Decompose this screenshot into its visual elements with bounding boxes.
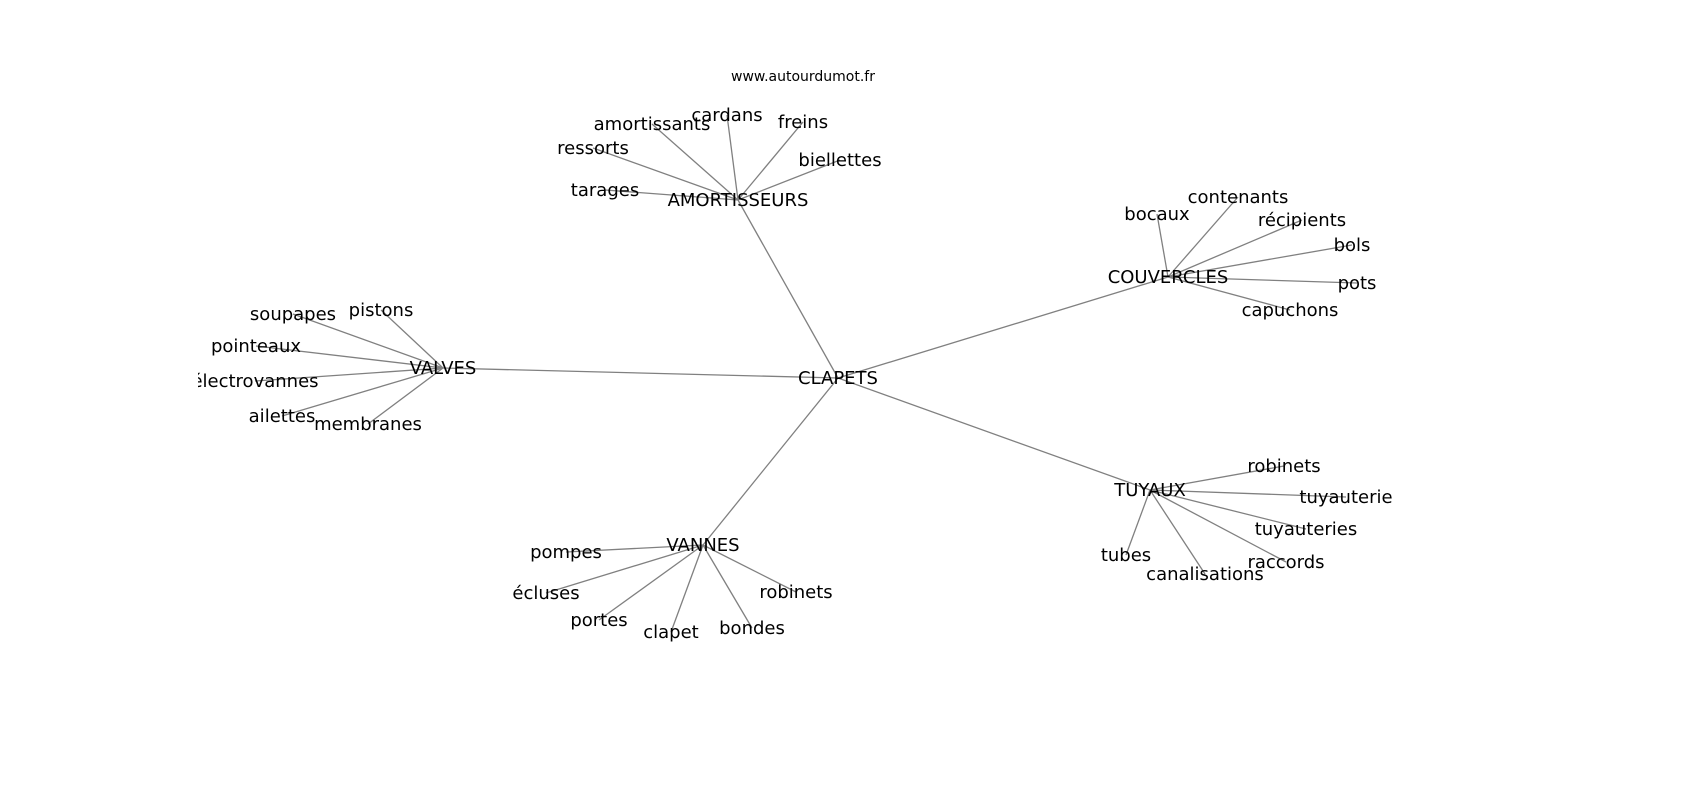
edge-hub-leaf (1167, 196, 1239, 278)
node-leaf: clapet (643, 622, 699, 643)
node-hub: VANNES (666, 535, 739, 556)
node-leaf: raccords (1247, 552, 1324, 573)
node-hub: TUYAUX (1113, 480, 1186, 501)
node-hub: COUVERCLES (1108, 267, 1229, 288)
edge-center-hub (442, 367, 839, 379)
node-leaf: robinets (759, 582, 832, 603)
edge-hub-leaf (1167, 219, 1303, 278)
node-center: CLAPETS (798, 368, 878, 389)
edge-hub-leaf (254, 367, 444, 382)
edge-hub-leaf (565, 544, 704, 553)
edge-center-hub (837, 377, 1151, 491)
node-leaf: pointeaux (211, 336, 301, 357)
edge-hub-leaf (598, 544, 704, 621)
node-leaf: bocaux (1124, 204, 1190, 225)
node-leaf: cardans (691, 105, 762, 126)
node-leaf: pots (1338, 273, 1377, 294)
edge-hub-leaf (1167, 244, 1353, 278)
edge-hub-leaf (292, 313, 444, 369)
edge-hub-leaf (651, 123, 739, 201)
source-url: www.autourdumot.fr (731, 69, 875, 85)
node-leaf: pistons (349, 300, 414, 321)
edge-hub-leaf (1149, 489, 1307, 530)
node-leaf: robinets (1247, 456, 1320, 477)
edge-center-hub (702, 377, 839, 546)
edge-hub-leaf (1156, 213, 1169, 278)
node-leaf: contenants (1188, 187, 1289, 208)
edge-hub-leaf (604, 189, 739, 201)
edge-hub-leaf (737, 159, 841, 201)
node-leaf: tuyauteries (1255, 519, 1358, 540)
node-leaf: biellettes (798, 150, 881, 171)
edge-hub-leaf (726, 114, 739, 201)
node-leaf: ressorts (557, 138, 629, 159)
edge-hub-leaf (1167, 276, 1358, 284)
edge-hub-leaf (1149, 489, 1287, 563)
edge-hub-leaf (255, 345, 444, 369)
node-leaf: électrovannes (191, 371, 318, 392)
edge-hub-leaf (670, 544, 704, 633)
edge-hub-leaf (737, 121, 804, 201)
edge-hub-leaf (1149, 489, 1206, 575)
node-leaf: écluses (512, 583, 579, 604)
node-leaf: capuchons (1242, 300, 1339, 321)
node-leaf: tarages (571, 180, 639, 201)
edge-hub-leaf (592, 147, 739, 201)
node-leaf: tubes (1101, 545, 1151, 566)
edge-hub-leaf (545, 544, 704, 594)
edge-hub-leaf (702, 544, 753, 629)
node-hub: VALVES (410, 358, 477, 379)
edge-hub-leaf (1149, 465, 1285, 491)
edge-hub-leaf (1125, 489, 1151, 556)
edge-hub-leaf (702, 544, 797, 593)
node-leaf: tuyauterie (1299, 487, 1392, 508)
node-leaf: membranes (314, 414, 422, 435)
node-leaf: soupapes (250, 304, 336, 325)
node-leaf: freins (778, 112, 828, 133)
node-leaf: bols (1334, 235, 1371, 256)
node-leaf: amortissants (594, 114, 711, 135)
node-leaf: portes (570, 610, 627, 631)
edge-hub-leaf (367, 367, 444, 425)
edge-hub-leaf (1167, 276, 1291, 311)
node-hub: AMORTISSEURS (668, 190, 809, 211)
node-leaf: pompes (530, 542, 602, 563)
node-leaf: récipients (1258, 210, 1346, 231)
node-leaf: bondes (719, 618, 785, 639)
edge-hub-leaf (281, 367, 444, 417)
edge-center-hub (737, 199, 839, 379)
edge-hub-leaf (380, 309, 444, 369)
edge-hub-leaf (1149, 489, 1347, 498)
edge-center-hub (837, 276, 1169, 379)
node-leaf: ailettes (249, 406, 316, 427)
node-leaf: canalisations (1146, 564, 1264, 585)
